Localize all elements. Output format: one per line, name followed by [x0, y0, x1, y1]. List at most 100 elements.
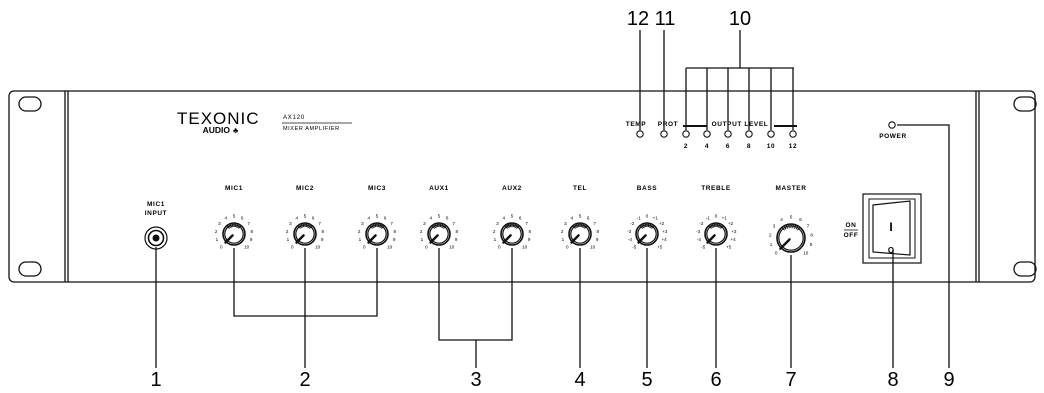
knob-scale-tick: 9 — [810, 242, 813, 247]
knob-label: MASTER — [775, 185, 806, 192]
knob-scale-tick: 8 — [394, 229, 397, 234]
knob-scale-tick: -1 — [637, 216, 642, 221]
power-label: POWER — [879, 133, 907, 140]
knob-grip — [709, 223, 713, 229]
model-type: MIXER AMPLIFIER — [283, 126, 340, 132]
knob-pointer — [429, 234, 439, 244]
knob-scale-tick: 7 — [807, 223, 810, 228]
knob-label: TREBLE — [701, 185, 731, 192]
knob-scale-tick: 6 — [799, 217, 802, 222]
knob-grip — [440, 223, 444, 228]
switch-rocker[interactable] — [872, 200, 911, 256]
knob-label: MIC1 — [225, 185, 243, 192]
knob-scale-tick: 5 — [304, 214, 307, 219]
knob-scale-tick: +5 — [657, 244, 663, 249]
knob-pointer — [502, 234, 512, 244]
rack-frame — [8, 90, 1037, 283]
knob-scale-tick: 4 — [225, 216, 228, 221]
callout-10: 10 — [729, 8, 751, 30]
callout-2: 2 — [299, 369, 310, 388]
knob-scale-tick: 4 — [503, 216, 506, 221]
knob-scale-tick: 1 — [287, 237, 290, 242]
output-level-value: 10 — [767, 143, 775, 150]
output-level-value: 6 — [726, 143, 730, 150]
knob-grip — [713, 222, 716, 228]
knob-scale-tick: -4 — [628, 237, 633, 242]
knob-grip — [309, 224, 313, 229]
prot-label: PROT — [658, 121, 678, 128]
knob-grip — [640, 223, 644, 229]
callout-7: 7 — [785, 369, 796, 388]
knob-scale-tick: 1 — [562, 237, 565, 242]
knob-scale-tick: -2 — [630, 221, 635, 226]
knob-scale-tick: 5 — [511, 214, 514, 219]
knob-grip — [369, 224, 373, 229]
knob-grip — [443, 224, 447, 229]
maple-leaf-icon: ♣ — [233, 126, 239, 135]
knob-scale-tick: 3 — [423, 221, 426, 226]
output-level-led — [745, 130, 753, 138]
mount-slot-top-left — [18, 96, 42, 112]
knob-scale-tick: 4 — [368, 216, 371, 221]
knob-scale-tick: +4 — [661, 237, 667, 242]
mic-input: MIC1 INPUT — [144, 201, 168, 250]
knob-label: AUX2 — [502, 185, 522, 192]
knob-grip — [788, 223, 790, 229]
power-switch[interactable]: ON OFF I O — [844, 193, 922, 264]
knob-scale-tick: 9 — [321, 237, 324, 242]
rack-outline — [8, 90, 1036, 283]
knob-scale-tick: 8 — [810, 232, 813, 237]
knob-scale-tick: 2 — [420, 229, 423, 234]
knob-grip — [237, 223, 241, 229]
knob-scale-tick: 3 — [289, 221, 292, 226]
knob-scale-tick: 10 — [522, 244, 528, 249]
callout-11: 11 — [655, 8, 676, 30]
temp-led — [636, 130, 644, 138]
knob-grip — [516, 224, 520, 229]
knob-grip — [442, 223, 446, 229]
callout-9: 9 — [943, 369, 954, 388]
leader-lines — [155, 30, 950, 368]
knob-pointer — [295, 234, 305, 244]
temp-label: TEMP — [626, 121, 647, 128]
knob-grip — [432, 223, 436, 229]
knob-scale-tick: 9 — [455, 237, 458, 242]
knob-scale-tick: 10 — [803, 250, 809, 255]
knob-scale-tick: 7 — [318, 221, 321, 226]
knob-grip — [797, 226, 801, 231]
mic-input-label-2: INPUT — [145, 210, 168, 217]
knob-grip — [513, 223, 517, 228]
knob-pointer — [570, 234, 580, 244]
knob-scale-tick: 8 — [597, 229, 600, 234]
mic-input-jack-ring — [147, 229, 165, 247]
knob-scale-tick: 1 — [421, 237, 424, 242]
output-level-value: 8 — [747, 143, 751, 150]
knob-pointer — [779, 238, 791, 250]
switch-bezel-outer — [862, 193, 922, 264]
knob-grip — [439, 222, 442, 228]
knob-scale-tick: 9 — [393, 237, 396, 242]
knob-scale-tick: -3 — [696, 229, 701, 234]
knob-scale-tick: 5 — [438, 214, 441, 219]
output-level-led — [703, 130, 711, 138]
knob-grip — [642, 223, 646, 228]
knob-grip — [370, 223, 374, 229]
callout-6: 6 — [710, 369, 721, 388]
callout-numbers: 1 2 3 4 5 6 7 8 9 10 11 12 — [150, 8, 954, 391]
knob-scale-tick: 1 — [216, 237, 219, 242]
knob-scale-tick: 1 — [770, 242, 773, 247]
knob-grip — [781, 226, 785, 231]
mic-input-jack-hole — [152, 234, 160, 242]
knob-grip — [308, 223, 312, 229]
knob-scale-tick: 10 — [244, 244, 250, 249]
knob-scale-tick: 10 — [449, 244, 455, 249]
